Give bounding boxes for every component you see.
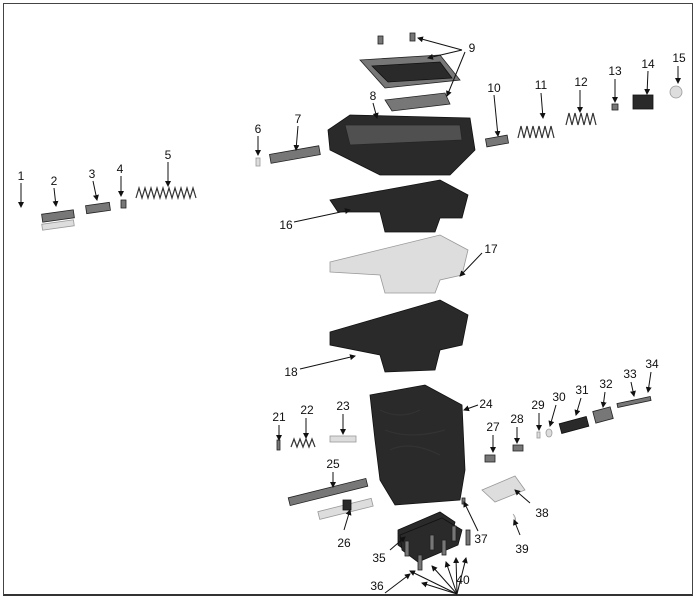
part-7-valve [269,145,321,164]
diagram-frame [3,3,693,596]
part-17-gasket [329,234,469,294]
label-6: 6 [255,122,262,136]
label-2: 2 [51,174,58,188]
label-1: 1 [18,169,25,183]
label-14: 14 [641,57,655,71]
label-9: 9 [469,41,476,55]
left-lower-parts [276,435,374,520]
label-3: 3 [89,167,96,181]
label-16: 16 [279,218,293,232]
label-5: 5 [165,148,172,162]
left-valve-train [41,185,197,231]
label-29: 29 [531,398,545,412]
right-valve-train [485,85,683,148]
label-28: 28 [510,412,524,426]
label-32: 32 [599,377,613,391]
label-7: 7 [295,112,302,126]
label-34: 34 [645,357,659,371]
label-23: 23 [336,399,350,413]
label-8: 8 [370,89,377,103]
right-lower-parts [461,396,652,525]
label-25: 25 [326,457,340,471]
label-10: 10 [487,81,501,95]
part-40-bolts [404,525,471,571]
label-35: 35 [372,551,386,565]
part-9-cover [359,32,461,112]
label-33: 33 [623,367,637,381]
label-36: 36 [370,579,384,593]
label-38: 38 [535,506,549,520]
label-13: 13 [608,64,622,78]
label-24: 24 [479,397,493,411]
part-8-upper-valve-body [327,114,476,176]
label-39: 39 [515,542,529,556]
label-17: 17 [484,242,498,256]
part-16-spacer-plate [329,179,469,233]
label-15: 15 [672,51,686,65]
leader-lines [18,36,681,595]
part-18-separator-plate [329,299,469,373]
label-40: 40 [456,573,470,587]
label-21: 21 [272,410,286,424]
label-18: 18 [284,365,298,379]
label-37: 37 [474,532,488,546]
label-4: 4 [117,162,124,176]
label-11: 11 [535,78,548,92]
part-24-lower-valve-body [369,384,466,506]
part-labels: 1 2 3 4 5 6 7 8 9 10 11 12 13 14 15 16 1… [18,41,686,593]
label-12: 12 [574,75,588,89]
label-22: 22 [300,403,314,417]
label-26: 26 [337,536,351,550]
label-30: 30 [552,390,566,404]
label-31: 31 [575,383,589,397]
label-27: 27 [486,420,500,434]
part-6 [255,157,261,167]
